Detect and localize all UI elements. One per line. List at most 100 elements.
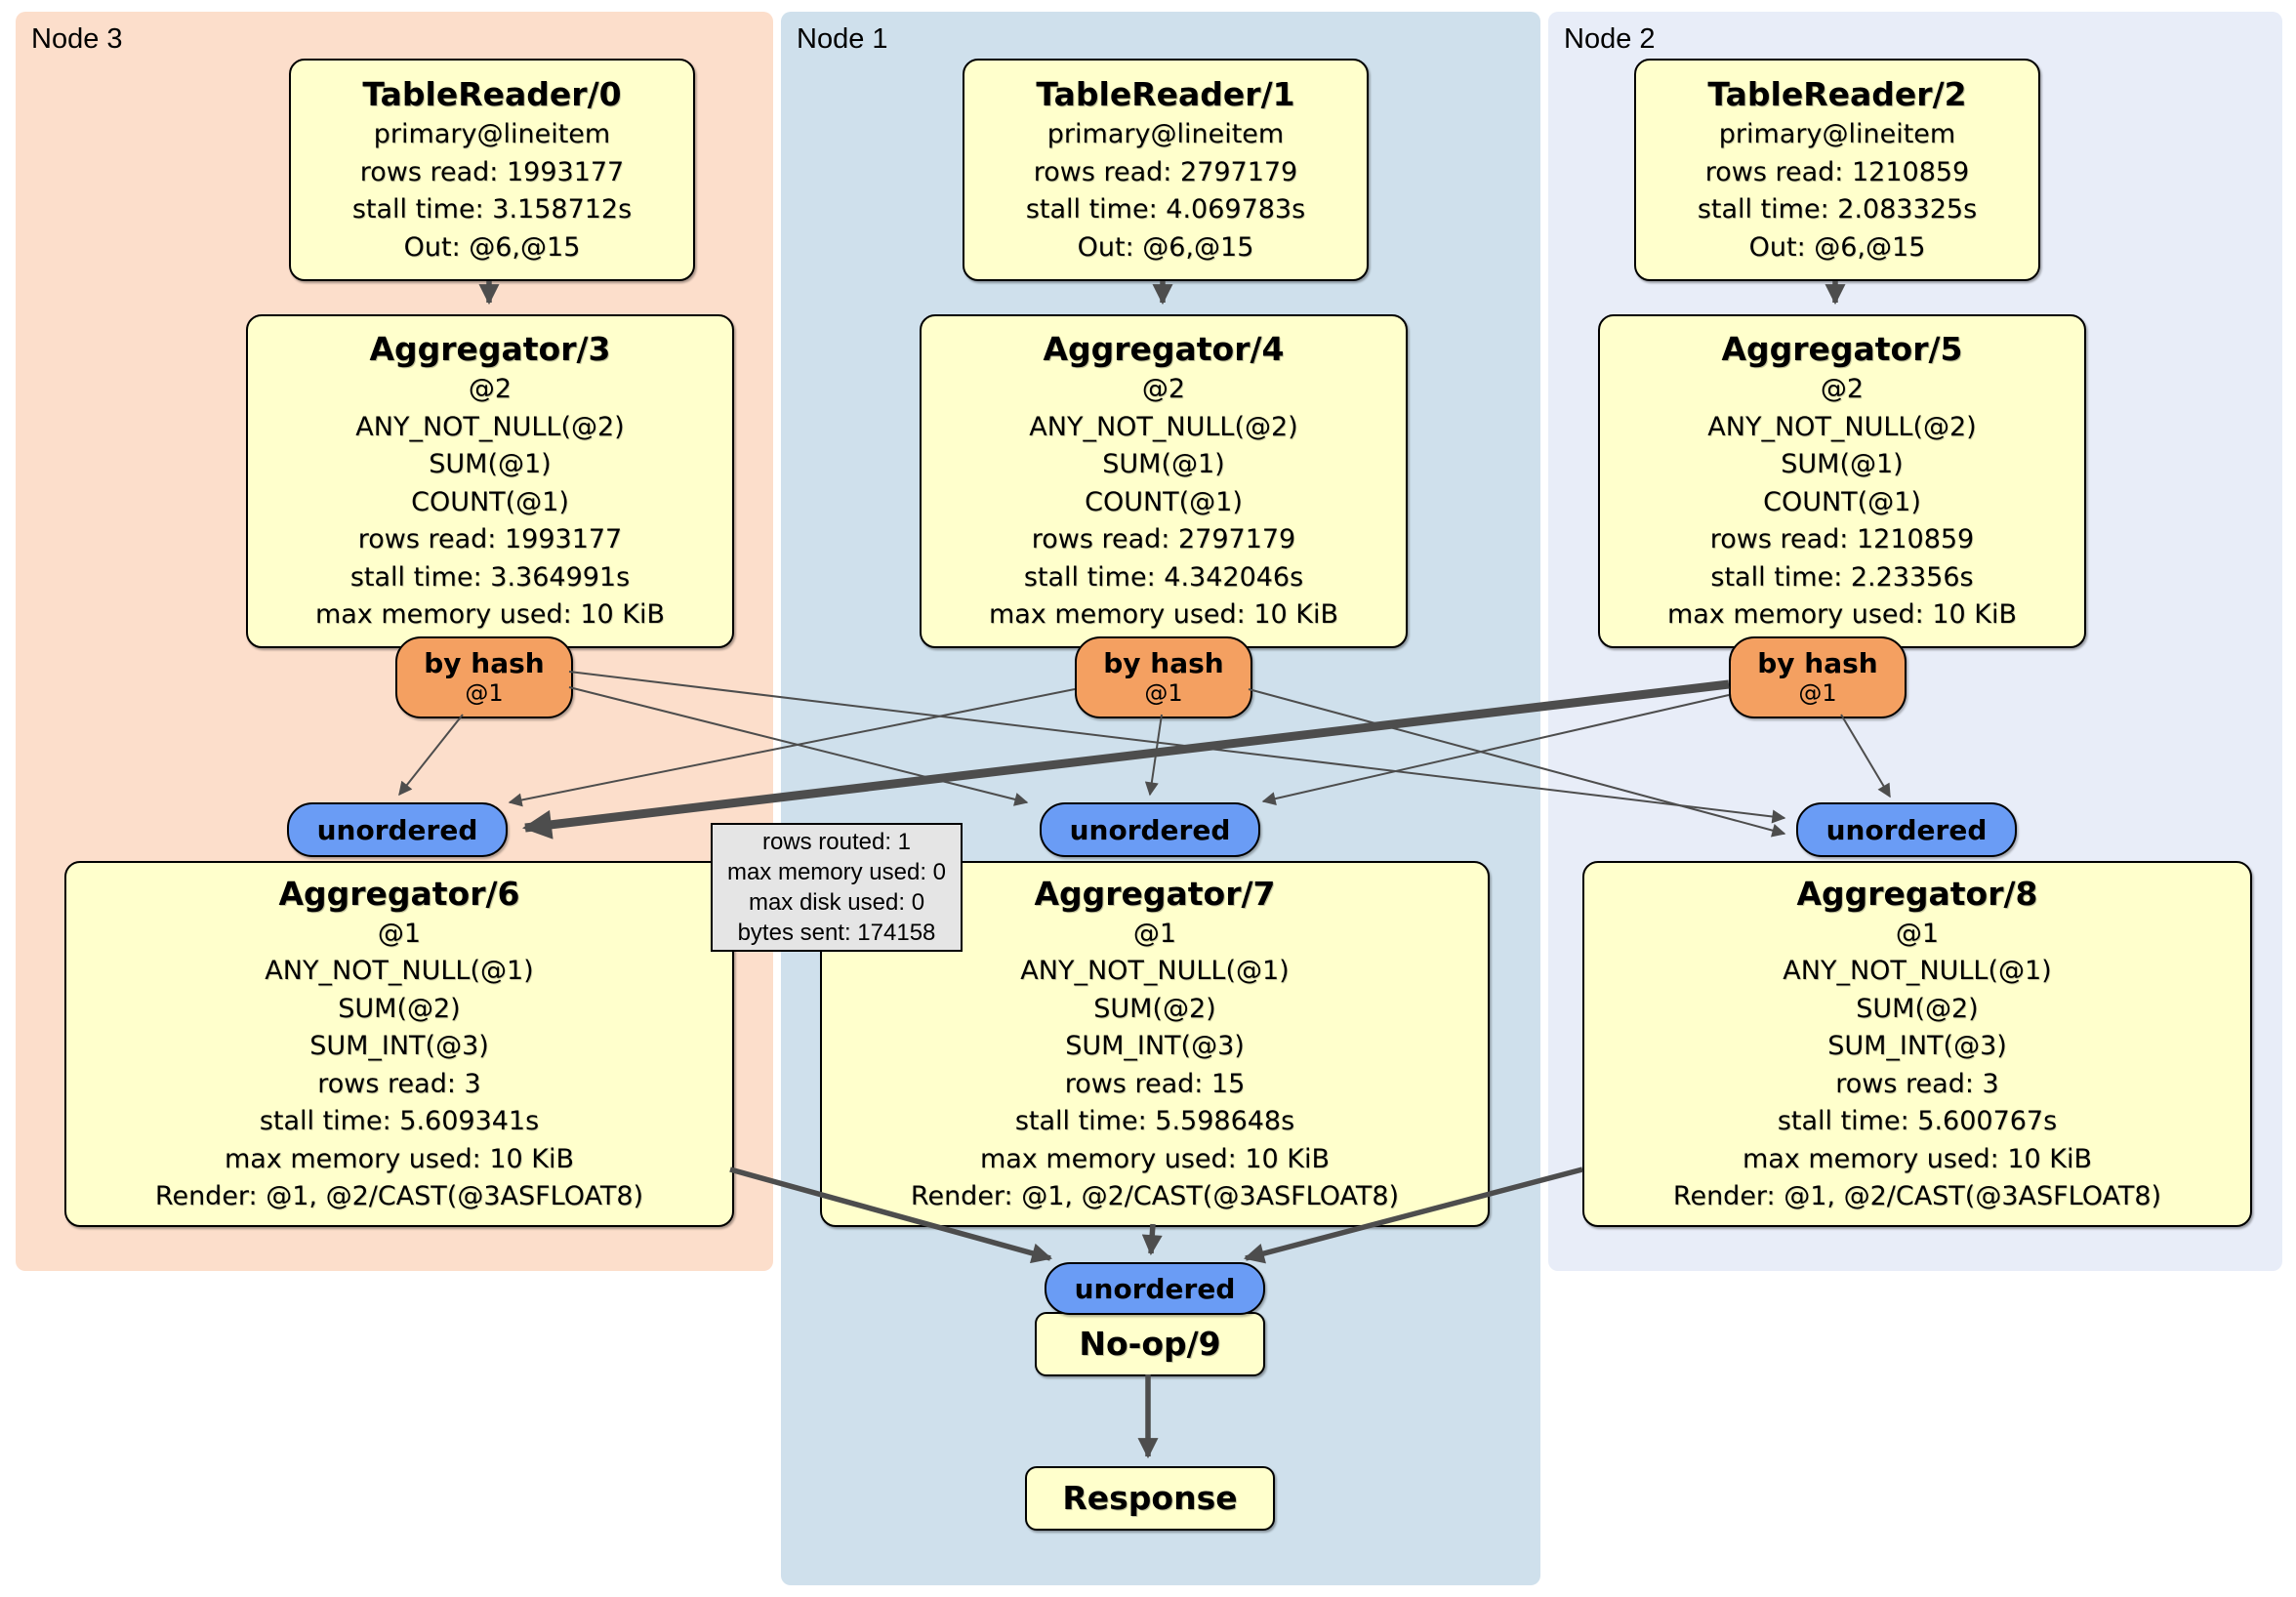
processor-detail: ANY_NOT_NULL(@1): [1020, 956, 1290, 986]
processor-detail: SUM(@2): [1093, 993, 1216, 1024]
processor-aggregator-6[interactable]: Aggregator/6 @1 ANY_NOT_NULL(@1) SUM(@2)…: [64, 861, 734, 1227]
processor-detail: @2: [1820, 374, 1865, 405]
processor-detail: rows read: 1993177: [359, 156, 625, 187]
processor-detail: max memory used: 10 KiB: [979, 1143, 1331, 1174]
router-hash-columns: @1: [1144, 679, 1183, 707]
processor-detail: stall time: 4.342046s: [1023, 561, 1304, 593]
processor-detail: max memory used: 10 KiB: [314, 599, 666, 631]
sync-label: unordered: [1074, 1272, 1236, 1305]
processor-response[interactable]: Response: [1025, 1466, 1275, 1531]
sync-label: unordered: [1825, 813, 1988, 846]
processor-detail: COUNT(@1): [1763, 486, 1921, 517]
processor-detail: max memory used: 10 KiB: [1666, 599, 2018, 631]
processor-detail: Render: @1, @2/CAST(@3ASFLOAT8): [1672, 1181, 2162, 1211]
processor-title: Response: [1062, 1479, 1238, 1517]
processor-detail: COUNT(@1): [411, 486, 569, 517]
processor-detail: SUM_INT(@3): [1065, 1031, 1245, 1061]
processor-tablereader-2[interactable]: TableReader/2 primary@lineitem rows read…: [1634, 59, 2040, 281]
processor-title: TableReader/1: [1036, 75, 1295, 113]
router-by-hash-node2[interactable]: by hash @1: [1729, 636, 1906, 718]
router-label: by hash: [424, 647, 545, 679]
sync-unordered-node1[interactable]: unordered: [1040, 802, 1260, 857]
processor-detail: primary@lineitem: [373, 119, 611, 149]
processor-detail: stall time: 4.069783s: [1025, 194, 1306, 225]
processor-title: Aggregator/6: [278, 874, 520, 913]
tooltip-edge-stats: rows routed: 1 max memory used: 0 max di…: [711, 823, 963, 952]
processor-title: Aggregator/8: [1796, 874, 2038, 913]
processor-detail: ANY_NOT_NULL(@2): [1029, 411, 1298, 442]
tooltip-line: rows routed: 1: [761, 829, 912, 855]
processor-title: TableReader/0: [362, 75, 622, 113]
processor-detail: SUM(@1): [1102, 449, 1225, 480]
router-hash-columns: @1: [465, 679, 504, 707]
processor-detail: SUM(@1): [1781, 449, 1904, 480]
processor-detail: rows read: 2797179: [1031, 524, 1296, 555]
processor-detail: ANY_NOT_NULL(@2): [1707, 411, 1977, 442]
processor-detail: stall time: 5.600767s: [1777, 1106, 2058, 1136]
router-by-hash-node1[interactable]: by hash @1: [1075, 636, 1252, 718]
processor-detail: Out: @6,@15: [1077, 231, 1254, 263]
processor-detail: stall time: 2.23356s: [1710, 561, 1974, 593]
processor-detail: rows read: 2797179: [1033, 156, 1298, 187]
processor-aggregator-5[interactable]: Aggregator/5 @2 ANY_NOT_NULL(@2) SUM(@1)…: [1598, 314, 2086, 648]
processor-detail: rows read: 15: [1064, 1068, 1246, 1099]
processor-detail: rows read: 1210859: [1709, 524, 1975, 555]
region-node-1-label: Node 1: [797, 23, 888, 55]
processor-detail: max memory used: 10 KiB: [224, 1143, 575, 1174]
processor-detail: @1: [1132, 918, 1177, 949]
processor-detail: SUM(@2): [338, 993, 461, 1024]
processor-detail: Render: @1, @2/CAST(@3ASFLOAT8): [154, 1181, 644, 1211]
sync-label: unordered: [316, 813, 478, 846]
processor-aggregator-4[interactable]: Aggregator/4 @2 ANY_NOT_NULL(@2) SUM(@1)…: [920, 314, 1408, 648]
processor-detail: stall time: 5.598648s: [1014, 1106, 1295, 1136]
processor-detail: Out: @6,@15: [1748, 231, 1926, 263]
processor-detail: @2: [1141, 374, 1186, 405]
processor-detail: @1: [377, 918, 422, 949]
processor-detail: Render: @1, @2/CAST(@3ASFLOAT8): [910, 1181, 1400, 1211]
processor-title: No-op/9: [1079, 1325, 1221, 1363]
processor-aggregator-3[interactable]: Aggregator/3 @2 ANY_NOT_NULL(@2) SUM(@1)…: [246, 314, 734, 648]
sync-unordered-node2[interactable]: unordered: [1796, 802, 2017, 857]
region-node-2-label: Node 2: [1564, 23, 1656, 55]
processor-detail: rows read: 1210859: [1704, 156, 1970, 187]
router-label: by hash: [1103, 647, 1224, 679]
processor-detail: stall time: 5.609341s: [259, 1106, 540, 1136]
router-by-hash-node3[interactable]: by hash @1: [395, 636, 573, 718]
tooltip-line: bytes sent: 174158: [737, 920, 936, 946]
processor-detail: ANY_NOT_NULL(@1): [1783, 956, 2052, 986]
processor-tablereader-0[interactable]: TableReader/0 primary@lineitem rows read…: [289, 59, 695, 281]
region-node-3-label: Node 3: [31, 23, 123, 55]
processor-detail: @2: [468, 374, 512, 405]
router-hash-columns: @1: [1798, 679, 1837, 707]
processor-detail: SUM_INT(@3): [309, 1031, 489, 1061]
sync-unordered-node3[interactable]: unordered: [287, 802, 508, 857]
processor-title: Aggregator/4: [1043, 330, 1285, 369]
processor-detail: primary@lineitem: [1718, 119, 1956, 149]
processor-noop-9[interactable]: No-op/9: [1035, 1312, 1265, 1376]
tooltip-line: max memory used: 0: [726, 859, 947, 885]
sync-label: unordered: [1069, 813, 1231, 846]
processor-detail: SUM(@1): [429, 449, 552, 480]
processor-detail: rows read: 3: [317, 1068, 481, 1099]
processor-aggregator-8[interactable]: Aggregator/8 @1 ANY_NOT_NULL(@1) SUM(@2)…: [1582, 861, 2252, 1227]
processor-title: Aggregator/7: [1034, 874, 1276, 913]
processor-detail: max memory used: 10 KiB: [988, 599, 1339, 631]
processor-tablereader-1[interactable]: TableReader/1 primary@lineitem rows read…: [963, 59, 1369, 281]
processor-title: TableReader/2: [1707, 75, 1967, 113]
tooltip-line: max disk used: 0: [748, 889, 925, 916]
processor-detail: rows read: 3: [1835, 1068, 1999, 1099]
processor-detail: rows read: 1993177: [357, 524, 623, 555]
processor-detail: max memory used: 10 KiB: [1742, 1143, 2093, 1174]
processor-detail: ANY_NOT_NULL(@2): [355, 411, 625, 442]
processor-detail: @1: [1895, 918, 1940, 949]
router-label: by hash: [1757, 647, 1878, 679]
processor-detail: primary@lineitem: [1046, 119, 1285, 149]
processor-detail: ANY_NOT_NULL(@1): [265, 956, 534, 986]
processor-detail: stall time: 2.083325s: [1697, 194, 1978, 225]
processor-detail: COUNT(@1): [1085, 486, 1243, 517]
processor-detail: SUM(@2): [1856, 993, 1979, 1024]
processor-title: Aggregator/5: [1721, 330, 1963, 369]
processor-title: Aggregator/3: [369, 330, 611, 369]
sync-unordered-final[interactable]: unordered: [1045, 1262, 1265, 1315]
